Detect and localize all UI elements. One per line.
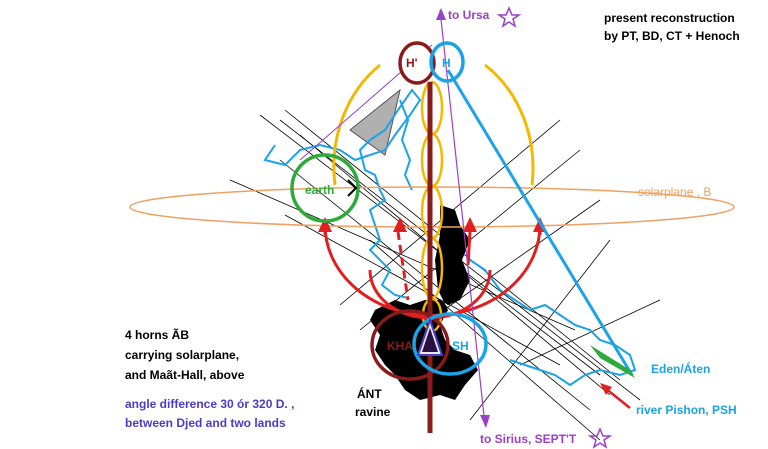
ant-label: ÁNT	[357, 386, 382, 401]
cyan-river-branch	[399, 99, 413, 191]
ursa-sirius-axis	[439, 9, 486, 426]
h-circle	[429, 41, 465, 83]
angle-note-1: angle difference 30 ór 320 D. ,	[125, 397, 294, 411]
angle-note-2: between Djed and two lands	[125, 416, 286, 430]
cyan-beam	[446, 69, 634, 376]
sh-circle	[412, 312, 488, 376]
ravine-label: ravine	[355, 405, 391, 419]
horns-note-1: 4 horns ÃB	[125, 327, 189, 342]
h-prime-label: H'	[406, 56, 418, 70]
sh-label: SH	[452, 339, 469, 353]
black-landmass	[370, 205, 478, 400]
eden-label: Eden/Áten	[651, 361, 710, 376]
sirius-arrowhead	[480, 415, 490, 428]
h-prime-circle	[398, 41, 436, 85]
h-label: H	[442, 56, 451, 70]
header-line2: by PT, BD, CT + Henoch	[604, 29, 740, 43]
cyan-river-left	[263, 88, 422, 299]
sirius-star-icon	[587, 427, 613, 449]
red-dashed-horn	[396, 231, 410, 301]
green-eden-marker	[590, 345, 635, 378]
ursa-star-icon	[496, 6, 522, 28]
river-pointer-arrow	[604, 387, 631, 409]
kha-circle	[370, 309, 450, 381]
to-ursa-label: to Ursa	[448, 8, 490, 22]
header-line1: present reconstruction	[604, 11, 735, 25]
gray-triangle	[349, 88, 401, 156]
river-pointer-head	[600, 383, 612, 395]
red-horn-inner-right	[466, 231, 472, 266]
center-triangle-inner	[422, 328, 438, 352]
gold-arc	[332, 63, 535, 186]
kha-label: KHA	[387, 339, 413, 353]
solarplane-label: solarplane , B	[638, 185, 711, 199]
horns-note-2: carrying solarplane,	[125, 348, 239, 362]
earth-circle	[290, 153, 360, 223]
earth-label: earth	[305, 183, 334, 197]
to-sirius-label: to Sirius, SEPT'T	[480, 432, 577, 446]
earth-arrow	[347, 179, 358, 197]
river-label: river Pishon, PSH	[636, 403, 737, 417]
ursa-arrowhead	[436, 8, 446, 20]
horns-note-3: and Maãt-Hall, above	[125, 368, 245, 382]
